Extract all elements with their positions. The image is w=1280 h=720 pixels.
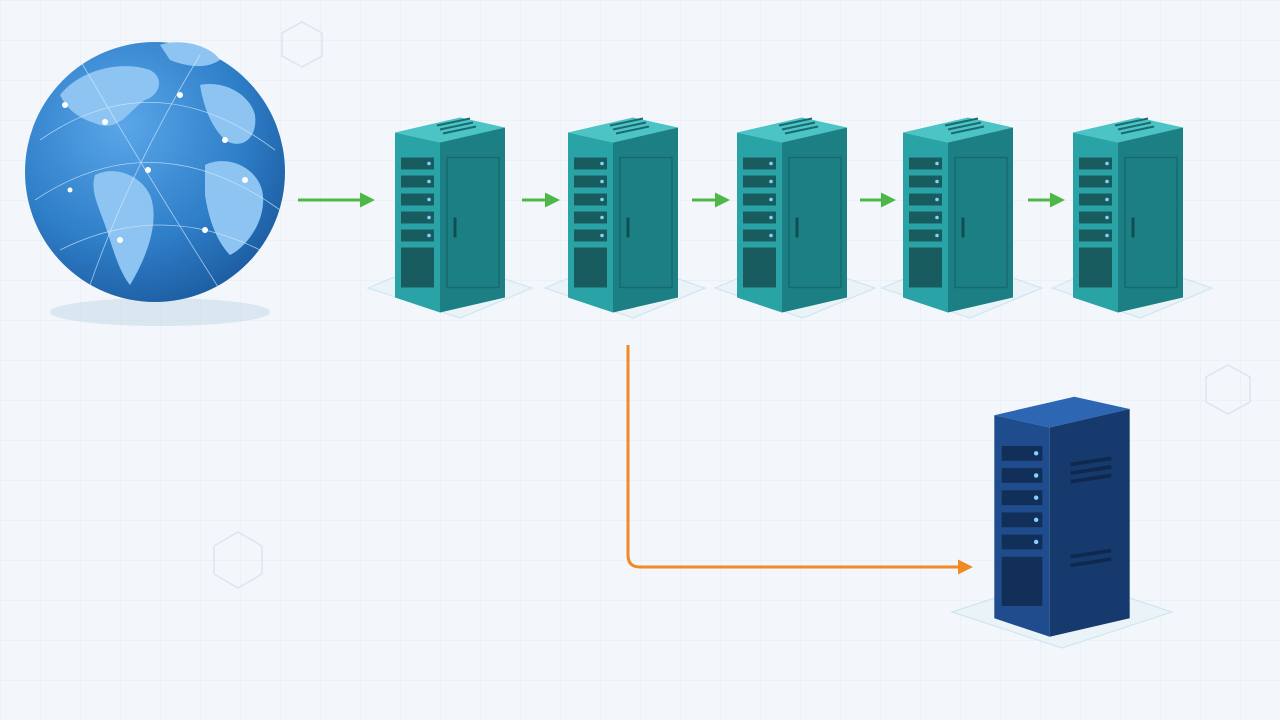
server-rack-icon-5 [1071, 115, 1185, 315]
arrow-server-2-to-server-6 [626, 345, 973, 575]
globe-icon [25, 42, 285, 326]
server-rack-icon-6 [994, 397, 1129, 637]
decorative-hexagons [213, 21, 1251, 589]
server-rack-icon-2 [566, 115, 680, 315]
server-rack-icon-3 [735, 115, 849, 315]
server-rack-icon-1 [393, 115, 507, 315]
server-rack-icon-4 [901, 115, 1015, 315]
